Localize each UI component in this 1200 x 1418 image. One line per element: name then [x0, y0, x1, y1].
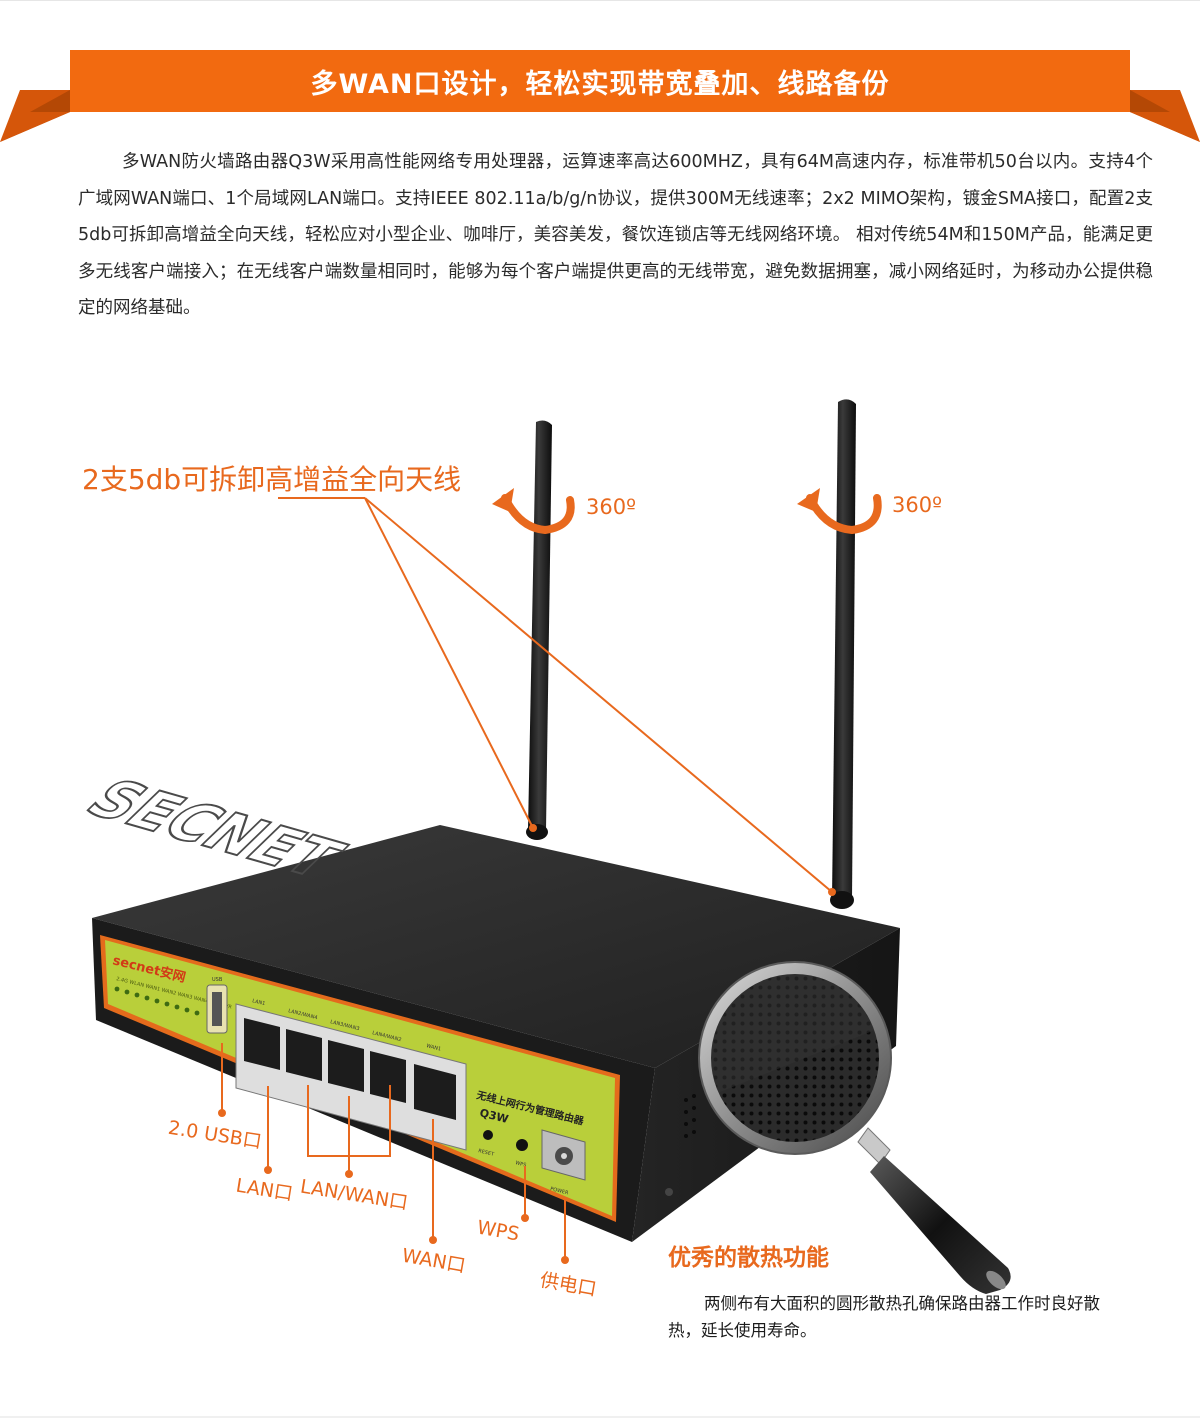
status-leds: [114, 986, 200, 1016]
magnifier-icon: [698, 961, 1011, 1294]
banner-ribbon: [0, 50, 1200, 142]
rotation-label-left: 360º: [586, 495, 636, 519]
router-image: SECNET secnet安网 2.4G WLAN WAN1 WAN2 WAN3…: [69, 399, 1011, 1294]
usb-port-label: USB: [212, 977, 223, 983]
bottom-divider: [0, 1416, 1200, 1418]
wps-label: WPS: [515, 1160, 527, 1169]
section-banner: 多WAN口设计，轻松实现带宽叠加、线路备份: [0, 50, 1200, 142]
top-divider: [0, 0, 1200, 1]
top-logo: SECNET: [70, 770, 357, 889]
wps-button: [516, 1139, 528, 1151]
antenna-pointer-dots: [529, 824, 836, 896]
ethernet-ports: [235, 1003, 467, 1151]
port-callout-lines: [221, 1043, 566, 1260]
reset-button: [483, 1130, 493, 1140]
antenna-left: [526, 420, 552, 840]
antenna-right: [830, 399, 856, 909]
power-label: POWER: [550, 1186, 570, 1196]
heat-description: 两侧布有大面积的圆形散热孔确保路由器工作时良好散热，延长使用寿命。: [668, 1294, 1100, 1340]
rotation-arrow-left: [501, 494, 575, 535]
rotation-label-right: 360º: [892, 493, 942, 517]
port-tag-lan1: LAN1: [252, 998, 266, 1007]
antenna-callout: 2支5db可拆卸高增益全向天线: [82, 463, 462, 496]
reset-label: RESET: [478, 1148, 496, 1158]
antenna-pointer-lines: [278, 497, 833, 893]
intro-paragraph: 多WAN防火墙路由器Q3W采用高性能网络专用处理器，运算速率高达600MHZ，具…: [78, 152, 1153, 319]
banner-title: 多WAN口设计，轻松实现带宽叠加、线路备份: [310, 69, 890, 100]
side-vents: [684, 1094, 696, 1138]
rotation-arrow-right: [806, 494, 882, 535]
port-tag-wan1: WAN1: [426, 1043, 442, 1052]
product-illustration: SECNET secnet安网 2.4G WLAN WAN1 WAN2 WAN3…: [0, 380, 1200, 1380]
heat-title: 优秀的散热功能: [668, 1245, 829, 1271]
port-callout-dots: [218, 1109, 569, 1264]
